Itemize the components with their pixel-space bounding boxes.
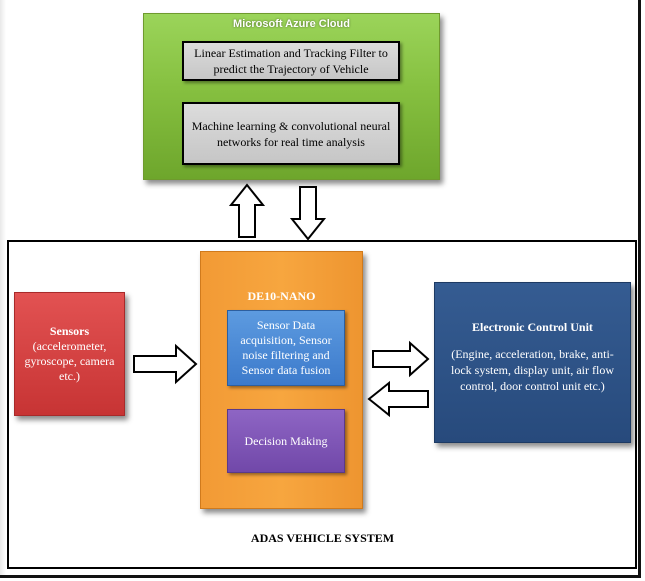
sensor-processing-box: Sensor Data acquisition, Sensor noise fi… (227, 310, 345, 386)
sensor-processing-text: Sensor Data acquisition, Sensor noise fi… (240, 318, 332, 377)
ecu-description: (Engine, acceleration, brake, anti-lock … (451, 347, 614, 393)
azure-cloud-title: Microsoft Azure Cloud (233, 18, 350, 30)
sensors-title: Sensors (49, 324, 90, 338)
sensors-block: Sensors (accelerometer, gyroscope, camer… (14, 292, 125, 416)
de10-nano-block: DE10-NANO Sensor Data acquisition, Senso… (200, 251, 363, 509)
ml-cnn-text: Machine learning & convolutional neural … (191, 118, 391, 149)
ecu-title: Electronic Control Unit (472, 320, 593, 334)
system-caption: ADAS VEHICLE SYSTEM (250, 531, 395, 545)
sensors-description: (accelerometer, gyroscope, camera etc.) (24, 339, 115, 383)
trajectory-filter-text: Linear Estimation and Tracking Filter to… (194, 46, 388, 76)
de10-nano-title: DE10-NANO (247, 289, 316, 303)
decision-making-box: Decision Making (227, 409, 345, 473)
decision-making-text: Decision Making (244, 433, 328, 448)
ecu-block: Electronic Control Unit (Engine, acceler… (434, 282, 631, 443)
azure-cloud-block: Microsoft Azure Cloud Linear Estimation … (143, 13, 440, 180)
trajectory-filter-box: Linear Estimation and Tracking Filter to… (182, 41, 400, 81)
adas-vehicle-system-boundary (7, 240, 637, 569)
ml-cnn-box: Machine learning & convolutional neural … (182, 102, 400, 165)
